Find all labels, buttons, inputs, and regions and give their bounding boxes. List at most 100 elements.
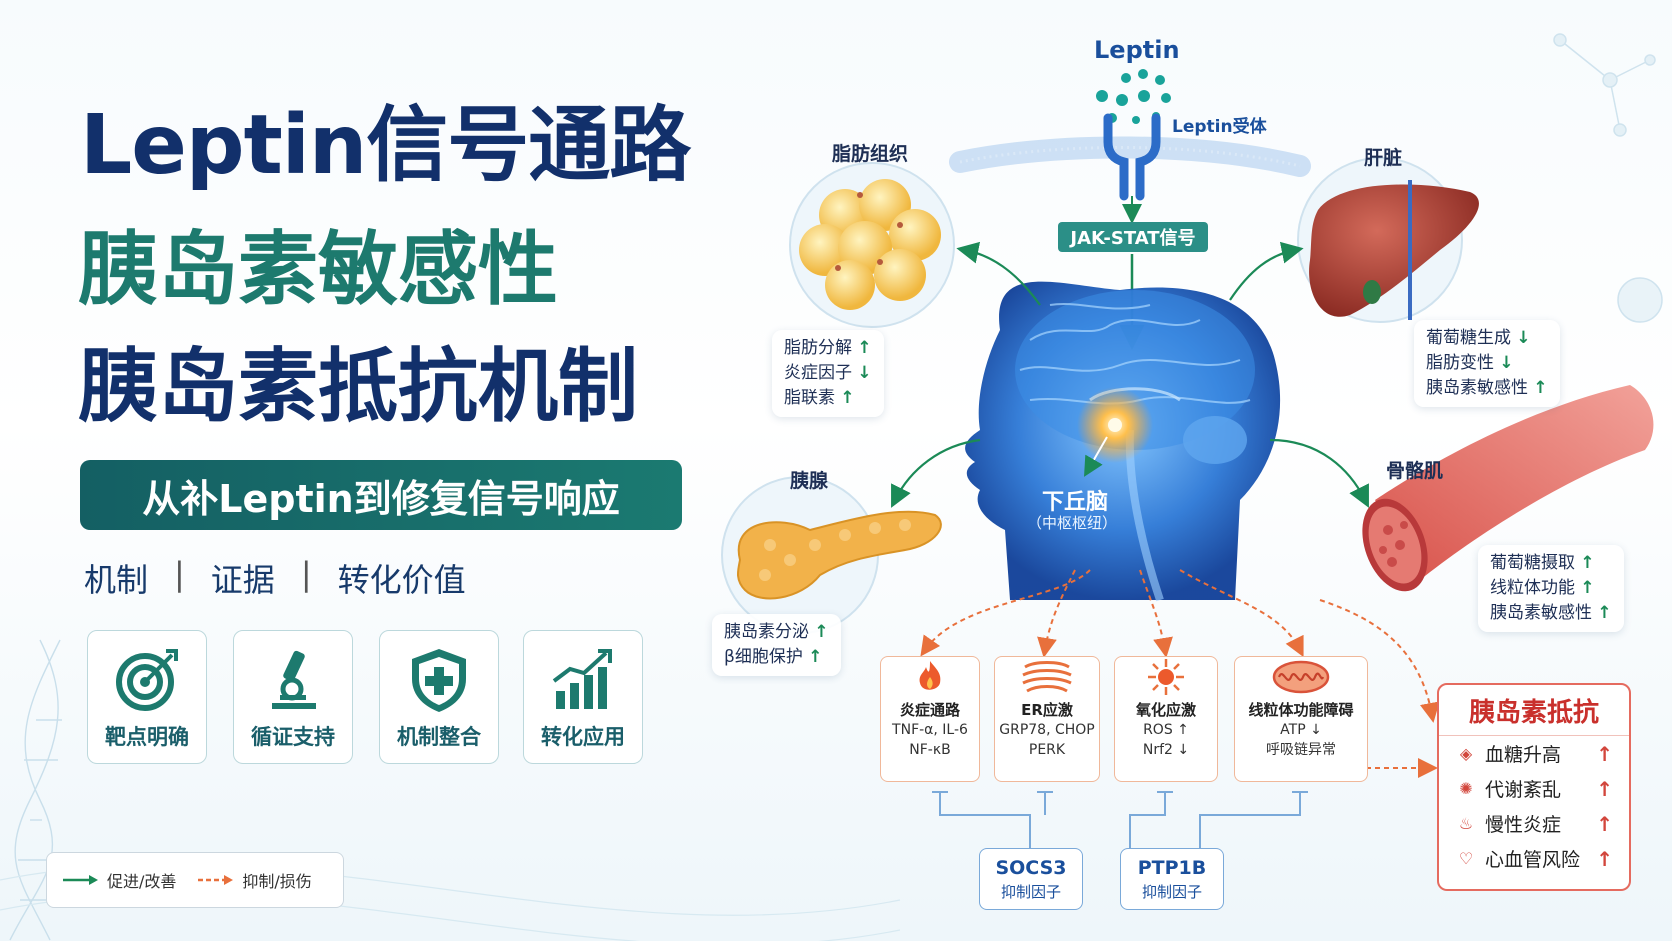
effect-arrow: ↑ — [1597, 603, 1612, 623]
effect-row: 胰岛素敏感性 ↑ — [1426, 376, 1548, 401]
liver-illustration — [1297, 157, 1479, 323]
mechanism-line: 呼吸链异常 — [1266, 742, 1336, 758]
inhibitor-name: SOCS3 — [995, 856, 1067, 879]
effect-text: 葡萄糖生成 — [1426, 328, 1511, 348]
heart-icon: ♡ — [1458, 849, 1474, 868]
effect-row: 脂联素 ↑ — [784, 386, 872, 411]
mechanism-title: 炎症通路 — [899, 701, 960, 719]
inhibitor-ptp1b: PTP1B 抑制因子 — [1120, 848, 1224, 910]
effect-arrow: ↓ — [857, 363, 872, 383]
effect-arrow: ↑ — [840, 388, 855, 408]
effect-arrow: ↑ — [1533, 378, 1548, 398]
liver-label: 肝脏 — [1364, 147, 1403, 169]
skeletal-muscle-illustration — [1362, 385, 1654, 592]
mechanism-line: PERK — [1028, 742, 1066, 758]
effect-row: 葡萄糖摄取 ↑ — [1490, 551, 1612, 576]
effect-text: 炎症因子 — [784, 363, 852, 383]
effect-row: β细胞保护 ↑ — [724, 645, 829, 670]
effect-arrow: ↓ — [1499, 353, 1514, 373]
effect-arrow: ↑ — [1580, 578, 1595, 598]
orange-inhibit-arrows — [920, 569, 1440, 778]
adipose-tissue-illustration — [789, 162, 955, 328]
blood-drop-icon: ◈ — [1459, 744, 1473, 763]
inhibitor-sub: 抑制因子 — [1141, 882, 1202, 901]
mechanism-title: ER应激 — [1021, 701, 1073, 719]
legend-promote: 促进/改善 — [63, 868, 176, 892]
green-promote-arrows — [891, 241, 1369, 508]
effect-arrow: ↑ — [1580, 553, 1595, 573]
hypothalamus-sub-label: （中枢枢纽） — [1027, 514, 1118, 532]
flame-icon: ♨ — [1458, 814, 1474, 833]
tagline-evidence: 证据 — [210, 561, 275, 599]
subtitle-insulin-resistance: 胰岛素抵抗机制 — [78, 340, 638, 433]
effect-row: 葡萄糖生成 ↓ — [1426, 326, 1548, 351]
mechanism-er-stress: ER应激 GRP78, CHOP PERK — [994, 656, 1100, 782]
oxidative-burst-icon — [1148, 659, 1184, 695]
resistance-item-text: 慢性炎症 — [1485, 814, 1562, 836]
mechanism-oxidative-stress: 氧化应激 ROS ↑ Nrf2 ↓ — [1114, 656, 1218, 782]
resistance-item-text: 心血管风险 — [1485, 849, 1581, 871]
resistance-item-text: 血糖升高 — [1485, 744, 1562, 766]
effect-text: 胰岛素敏感性 — [1426, 378, 1528, 398]
pancreas-illustration — [721, 476, 942, 634]
muscle-label: 骨骼肌 — [1386, 460, 1444, 482]
pancreas-effects: 胰岛素分泌 ↑ β细胞保护 ↑ — [712, 614, 841, 676]
adipose-effects: 脂肪分解 ↑ 炎症因子 ↓ 脂联素 ↑ — [772, 330, 884, 417]
pancreas-label: 胰腺 — [790, 470, 829, 492]
effect-arrow: ↑ — [857, 338, 872, 358]
microscope-icon — [272, 650, 316, 709]
effect-text: 脂肪分解 — [784, 338, 852, 358]
tagline-separator: | — [300, 555, 312, 593]
mechanism-title: 线粒体功能障碍 — [1248, 701, 1354, 719]
leptin-label: Leptin — [1094, 36, 1180, 64]
molecule-network-decoration — [1553, 33, 1663, 323]
banner: 从补Leptin到修复信号响应 — [80, 460, 682, 530]
insulin-resistance-box: 胰岛素抵抗 ◈ 血糖升高 ↑ ✺ 代谢紊乱 ↑ ♨ 慢性炎症 ↑ ♡ 心血管风险… — [1437, 683, 1631, 891]
resistance-item-arrow: ↑ — [1596, 741, 1613, 766]
resistance-item-arrow: ↑ — [1596, 811, 1613, 836]
resistance-item: ◈ 血糖升高 ↑ — [1439, 736, 1629, 771]
flame-icon — [919, 661, 941, 690]
er-icon — [1022, 661, 1072, 693]
effect-arrow: ↓ — [1516, 328, 1531, 348]
effect-text: 线粒体功能 — [1490, 578, 1575, 598]
resistance-item-arrow: ↑ — [1596, 846, 1613, 871]
shield-plus-icon — [412, 649, 466, 712]
resistance-item: ♡ 心血管风险 ↑ — [1439, 841, 1629, 876]
feature-card-application: 转化应用 — [523, 630, 643, 764]
feature-card-evidence: 循证支持 — [233, 630, 353, 764]
mechanism-mitochondrial: 线粒体功能障碍 ATP ↓ 呼吸链异常 — [1234, 656, 1368, 782]
legend-inhibit: 抑制/损伤 — [198, 868, 312, 892]
main-title: Leptin信号通路 — [80, 98, 691, 193]
feature-label: 靶点明确 — [105, 725, 189, 749]
orange-dashed-arrow-icon — [198, 875, 234, 885]
effect-row: 脂肪变性 ↓ — [1426, 351, 1548, 376]
feature-card-integration: 机制整合 — [379, 630, 499, 764]
effect-text: β细胞保护 — [724, 647, 803, 667]
effect-row: 脂肪分解 ↑ — [784, 336, 872, 361]
subtitle-insulin-sensitivity: 胰岛素敏感性 — [78, 223, 558, 316]
mechanism-line: GRP78, CHOP — [999, 722, 1095, 738]
feature-label: 机制整合 — [397, 725, 481, 749]
hypothalamus-label: 下丘脑 — [1042, 490, 1109, 515]
effect-row: 线粒体功能 ↑ — [1490, 576, 1612, 601]
effect-text: 胰岛素分泌 — [724, 622, 809, 642]
liver-effects: 葡萄糖生成 ↓ 脂肪变性 ↓ 胰岛素敏感性 ↑ — [1414, 320, 1560, 407]
target-icon — [116, 649, 178, 711]
receptor-label: Leptin受体 — [1172, 117, 1267, 137]
mechanism-line: NF-κB — [909, 742, 951, 758]
resistance-item-text: 代谢紊乱 — [1485, 779, 1562, 801]
inhibitor-name: PTP1B — [1137, 856, 1207, 879]
effect-row: 胰岛素敏感性 ↑ — [1490, 601, 1612, 626]
mechanism-title: 氧化应激 — [1135, 701, 1196, 719]
legend-inhibit-label: 抑制/损伤 — [242, 872, 312, 891]
metabolism-icon: ✺ — [1459, 779, 1473, 798]
effect-text: 葡萄糖摄取 — [1490, 553, 1575, 573]
effect-text: 脂联素 — [784, 388, 835, 408]
tagline-translation: 转化价值 — [337, 561, 466, 599]
mechanism-inflammation: 炎症通路 TNF-α, IL-6 NF-κB — [880, 656, 980, 782]
effect-arrow: ↑ — [814, 622, 829, 642]
tagline-mechanism: 机制 — [84, 561, 149, 599]
effect-arrow: ↑ — [808, 647, 823, 667]
tagline-separator: | — [174, 555, 185, 593]
